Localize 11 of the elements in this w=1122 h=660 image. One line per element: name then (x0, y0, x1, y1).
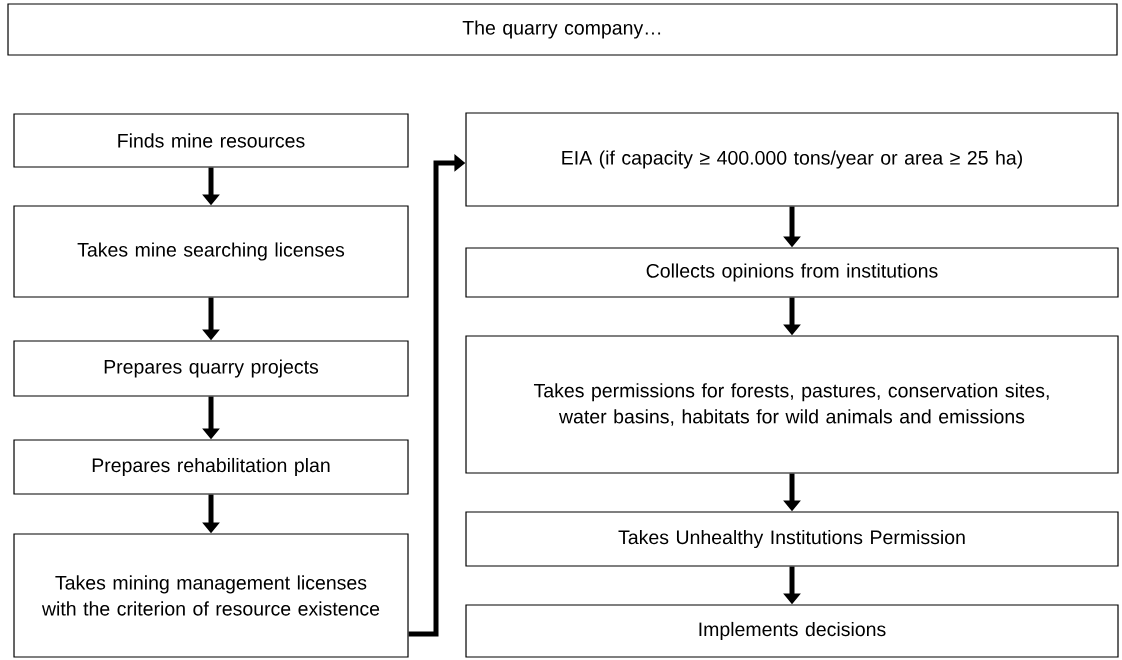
process-box: Prepares quarry projects (13, 340, 409, 397)
heading-box: The quarry company… (7, 3, 1118, 56)
process-box: Collects opinions from institutions (465, 247, 1119, 298)
process-box: Prepares rehabilitation plan (13, 439, 409, 495)
process-box: Takes Unhealthy Institutions Permission (465, 511, 1119, 567)
process-box: Finds mine resources (13, 113, 409, 168)
process-box: Takes mine searching licenses (13, 205, 409, 298)
process-box: EIA (if capacity ≥ 400.000 tons/year or area ≥ 25 ha) (465, 112, 1119, 207)
process-box: Takes permissions for forests, pastures, conservation sites, water basins, habitats for wild animals and emissions (465, 335, 1119, 474)
process-box: Implements decisions (465, 604, 1119, 658)
process-box: Takes mining management licenses with the criterion of resource existence (13, 533, 409, 658)
